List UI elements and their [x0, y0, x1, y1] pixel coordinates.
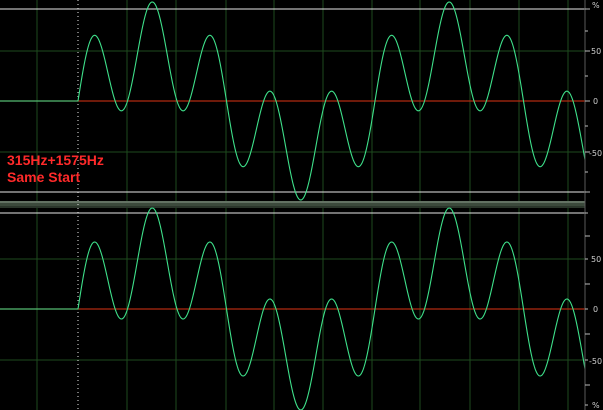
ruler-label-plus-50-ch1: 50 — [591, 47, 601, 56]
ruler-label-plus-50-ch2: 50 — [591, 255, 601, 264]
channel-2-waveform[interactable] — [0, 207, 586, 410]
grid-horizontal-lines — [0, 50, 585, 361]
annotation-line-2: Same Start — [7, 169, 81, 185]
channel-1-waveform[interactable] — [0, 1, 586, 201]
ruler-label-zero-ch1: 0 — [593, 97, 598, 106]
ruler-unit-top: % — [592, 1, 600, 10]
amplitude-ruler[interactable] — [585, 0, 603, 410]
ruler-ticks — [585, 8, 590, 406]
ruler-unit-bottom: % — [592, 401, 600, 410]
ruler-label-minus-50-ch1: -50 — [589, 149, 602, 158]
channel-divider[interactable] — [0, 201, 603, 208]
ruler-label-minus-50-ch2: -50 — [589, 357, 602, 366]
annotation-line-1: 315Hz+1575Hz — [7, 152, 104, 168]
ruler-label-zero-ch2: 0 — [593, 305, 598, 314]
channel-1-area[interactable] — [0, 0, 585, 205]
annotation-label: 315Hz+1575Hz Same Start — [7, 152, 104, 186]
